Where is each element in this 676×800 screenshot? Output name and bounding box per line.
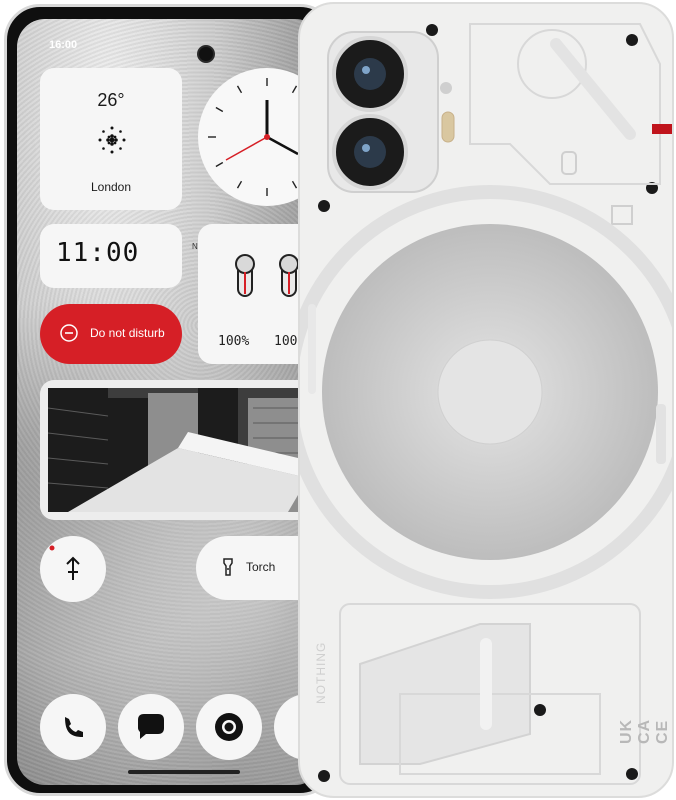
- weather-widget[interactable]: 26° London: [40, 68, 182, 210]
- sun-dots-icon: [98, 126, 126, 154]
- digital-clock-timezone: NY: [192, 242, 203, 251]
- phone-icon: [65, 717, 83, 737]
- photo-widget[interactable]: [40, 380, 336, 520]
- digital-clock-time: 11:00: [56, 238, 140, 268]
- city-photo: [48, 388, 328, 512]
- flashlight-icon: [223, 558, 233, 576]
- do-not-disturb-button[interactable]: Do not disturb: [40, 304, 182, 364]
- digital-clock-widget[interactable]: 11:00 NY: [40, 224, 203, 288]
- back-panel-graphic: [300, 23, 672, 785]
- dock-phone-button[interactable]: [40, 694, 106, 760]
- torch-label: Torch: [246, 560, 276, 574]
- do-not-disturb-label: Do not disturb: [90, 326, 165, 340]
- arrow-up-icon: [49, 545, 80, 580]
- minus-circle-icon: [60, 324, 78, 342]
- left-bud-battery: 100%: [218, 334, 250, 349]
- front-camera: [199, 47, 213, 61]
- dock-chrome-button[interactable]: [196, 694, 262, 760]
- earbuds-icon: [235, 254, 299, 297]
- weather-temperature: 26°: [97, 90, 125, 110]
- chrome-icon: [215, 713, 243, 741]
- status-time: 16:00: [49, 39, 78, 51]
- home-indicator[interactable]: [128, 770, 240, 774]
- dock-messages-button[interactable]: [118, 694, 184, 760]
- right-bud-battery: 100: [274, 334, 298, 349]
- brand-text: NOTHING: [314, 641, 328, 704]
- messages-icon: [138, 714, 164, 739]
- certification-marks: UK CA CE: [618, 718, 671, 744]
- arrow-shortcut-button[interactable]: [40, 536, 106, 602]
- phone-back: NOTHING UK CA CE: [298, 2, 674, 798]
- weather-city: London: [90, 180, 132, 194]
